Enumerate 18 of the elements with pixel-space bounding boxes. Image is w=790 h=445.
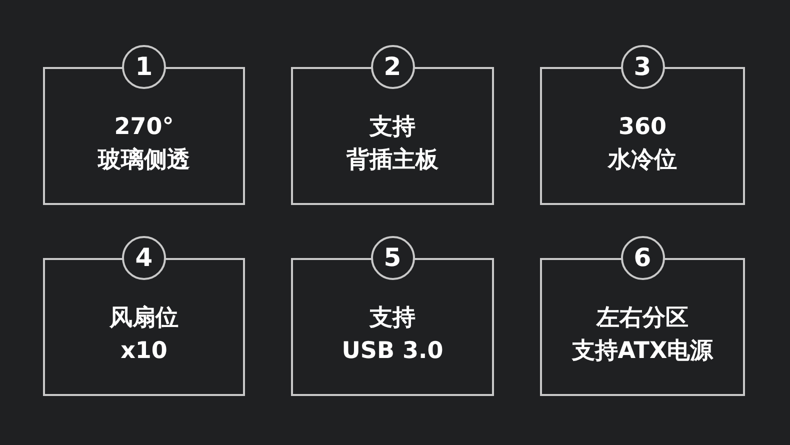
feature-text: 左右分区 <box>596 304 688 333</box>
number-badge: 1 <box>122 45 166 89</box>
feature-text: 支持 <box>370 113 416 142</box>
feature-text: 玻璃侧透 <box>98 146 190 175</box>
feature-text: 支持 <box>370 304 416 333</box>
feature-text: 水冷位 <box>608 146 677 175</box>
feature-text: USB 3.0 <box>342 337 444 366</box>
number-badge: 6 <box>620 236 664 280</box>
feature-text: 270° <box>114 113 174 142</box>
feature-text: x10 <box>120 337 168 366</box>
number-badge: 3 <box>620 45 664 89</box>
number-badge: 5 <box>370 236 414 280</box>
number-badge: 4 <box>122 236 166 280</box>
feature-text: 风扇位 <box>110 304 178 333</box>
number-badge: 2 <box>370 45 414 89</box>
feature-text: 支持ATX电源 <box>572 337 714 366</box>
feature-text: 背插主板 <box>346 146 438 175</box>
feature-text: 360 <box>618 113 666 142</box>
